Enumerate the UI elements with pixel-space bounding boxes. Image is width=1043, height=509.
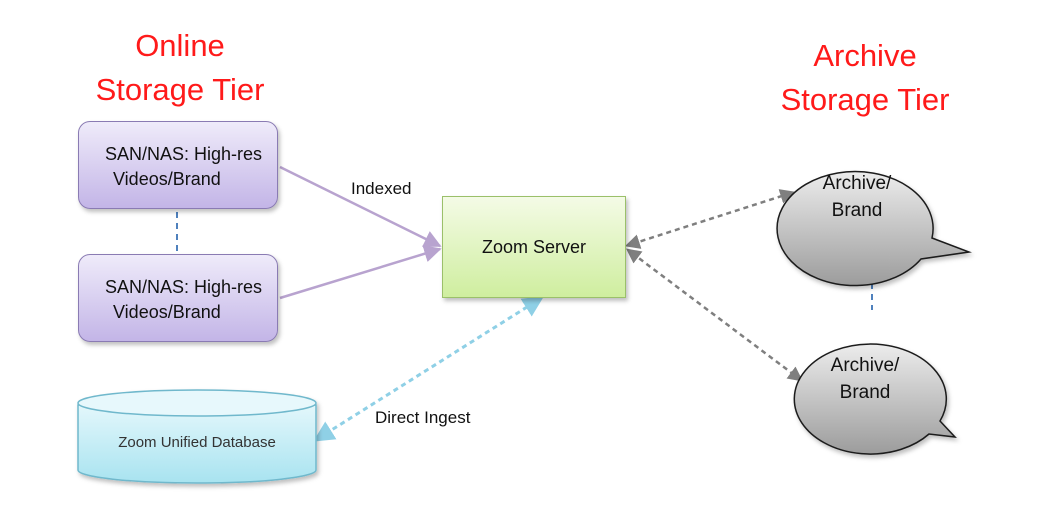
san-nas-box-1: SAN/NAS: High-res Videos/Brand bbox=[78, 121, 278, 209]
archive-arrow-bottom bbox=[626, 248, 803, 382]
indexed-arrow-bottom bbox=[279, 245, 442, 300]
direct-ingest-label: Direct Ingest bbox=[375, 408, 471, 427]
san-nas-box-2: SAN/NAS: High-res Videos/Brand bbox=[78, 254, 278, 342]
zoom-unified-database-label: Zoom Unified Database bbox=[118, 434, 276, 451]
zoom-server-box: Zoom Server bbox=[442, 196, 626, 298]
zoom-server-label: Zoom Server bbox=[481, 236, 587, 257]
san-nas-box-2-line1: SAN/NAS: High-res bbox=[105, 277, 263, 297]
archive-arrow-top bbox=[624, 189, 796, 249]
database-cylinder bbox=[77, 389, 317, 484]
san-nas-box-1-line2: Videos/Brand bbox=[113, 169, 221, 189]
archive-bubble-bottom bbox=[793, 343, 957, 455]
san-nas-box-1-line1: SAN/NAS: High-res bbox=[105, 144, 263, 164]
online-tier-title: Online Storage Tier bbox=[95, 28, 265, 107]
san-nas-box-2-line2: Videos/Brand bbox=[113, 302, 221, 322]
indexed-label: Indexed bbox=[351, 179, 412, 198]
archive-tier-title: Archive Storage Tier bbox=[780, 38, 950, 117]
archive-brand-1-label: Archive/ Brand bbox=[822, 173, 892, 221]
archive-bubble-top bbox=[776, 170, 972, 287]
direct-ingest-arrow bbox=[313, 296, 544, 442]
indexed-arrow-top bbox=[279, 165, 442, 248]
archive-brand-2-label: Archive/ Brand bbox=[830, 355, 900, 403]
